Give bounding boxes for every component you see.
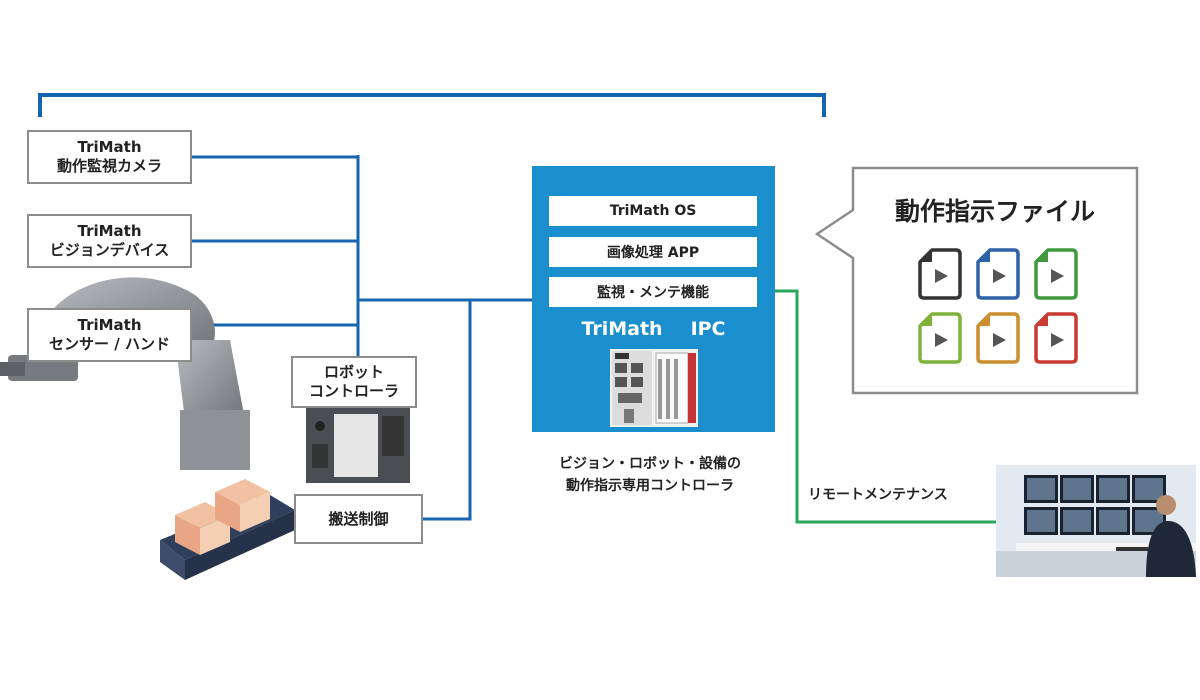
file-icon-fold: [920, 314, 932, 326]
file-icon-fold: [1036, 314, 1048, 326]
device-box-sensor: TriMath センサー / ハンド: [27, 308, 192, 362]
top-bracket: [38, 93, 826, 117]
file-icon-fold: [920, 250, 932, 262]
robot-controller-cabinet: [306, 408, 410, 483]
file-icon: [1034, 312, 1078, 364]
file-icon: [918, 248, 962, 300]
device-line1: TriMath: [77, 138, 142, 156]
ipc-title-left: TriMath: [581, 318, 663, 340]
play-icon: [993, 269, 1006, 283]
ipc-caption-line2: 動作指示専用コントローラ: [566, 478, 734, 494]
file-icon: [976, 312, 1020, 364]
file-icon-fold: [978, 250, 990, 262]
ipc-caption: ビジョン・ロボット・設備の 動作指示専用コントローラ: [500, 453, 800, 497]
ipc-item-image-app: 画像処理 APP: [549, 237, 757, 267]
file-icon: [1034, 248, 1078, 300]
motion-files-title: 動作指示ファイル: [894, 197, 1095, 226]
network-line-transport: [423, 300, 472, 521]
device-line2: ビジョンデバイス: [49, 241, 170, 259]
transport-control-label: 搬送制御: [328, 509, 389, 528]
ipc-item-monitoring: 監視・メンテ機能: [549, 277, 757, 307]
conveyor-illustration: [160, 479, 295, 580]
play-icon: [993, 333, 1006, 347]
file-icon-fold: [1036, 250, 1048, 262]
ipc-title-right: IPC: [690, 318, 726, 340]
remote-monitoring-photo: [996, 465, 1196, 577]
file-icon-fold: [978, 314, 990, 326]
play-icon: [935, 333, 948, 347]
robot-controller-line1: ロボット: [323, 363, 384, 381]
ipc-panel: TriMath OS 画像処理 APP 監視・メンテ機能 TriMath IPC: [532, 166, 775, 432]
robot-arm-illustration: [0, 277, 250, 470]
device-box-camera: TriMath 動作監視カメラ: [27, 130, 192, 184]
transport-control-box: 搬送制御: [294, 494, 423, 544]
play-icon: [1051, 269, 1064, 283]
robot-controller-box: ロボット コントローラ: [291, 356, 417, 408]
file-icon: [918, 312, 962, 364]
file-icon: [976, 248, 1020, 300]
device-line2: 動作監視カメラ: [56, 157, 162, 175]
ipc-hardware-icon: [610, 349, 698, 427]
ipc-caption-line1: ビジョン・ロボット・設備の: [559, 456, 741, 472]
device-line1: TriMath: [77, 222, 142, 240]
device-line1: TriMath: [77, 316, 142, 334]
ipc-item-os: TriMath OS: [549, 196, 757, 226]
device-line2: センサー / ハンド: [49, 335, 170, 353]
play-icon: [1051, 333, 1064, 347]
ipc-title: TriMath IPC: [532, 318, 775, 340]
device-box-vision: TriMath ビジョンデバイス: [27, 214, 192, 268]
remote-maintenance-label: リモートメンテナンス: [808, 487, 948, 503]
remote-line: [775, 289, 996, 524]
play-icon: [935, 269, 948, 283]
motion-file-icons: [918, 248, 1078, 364]
robot-controller-line2: コントローラ: [308, 382, 399, 400]
